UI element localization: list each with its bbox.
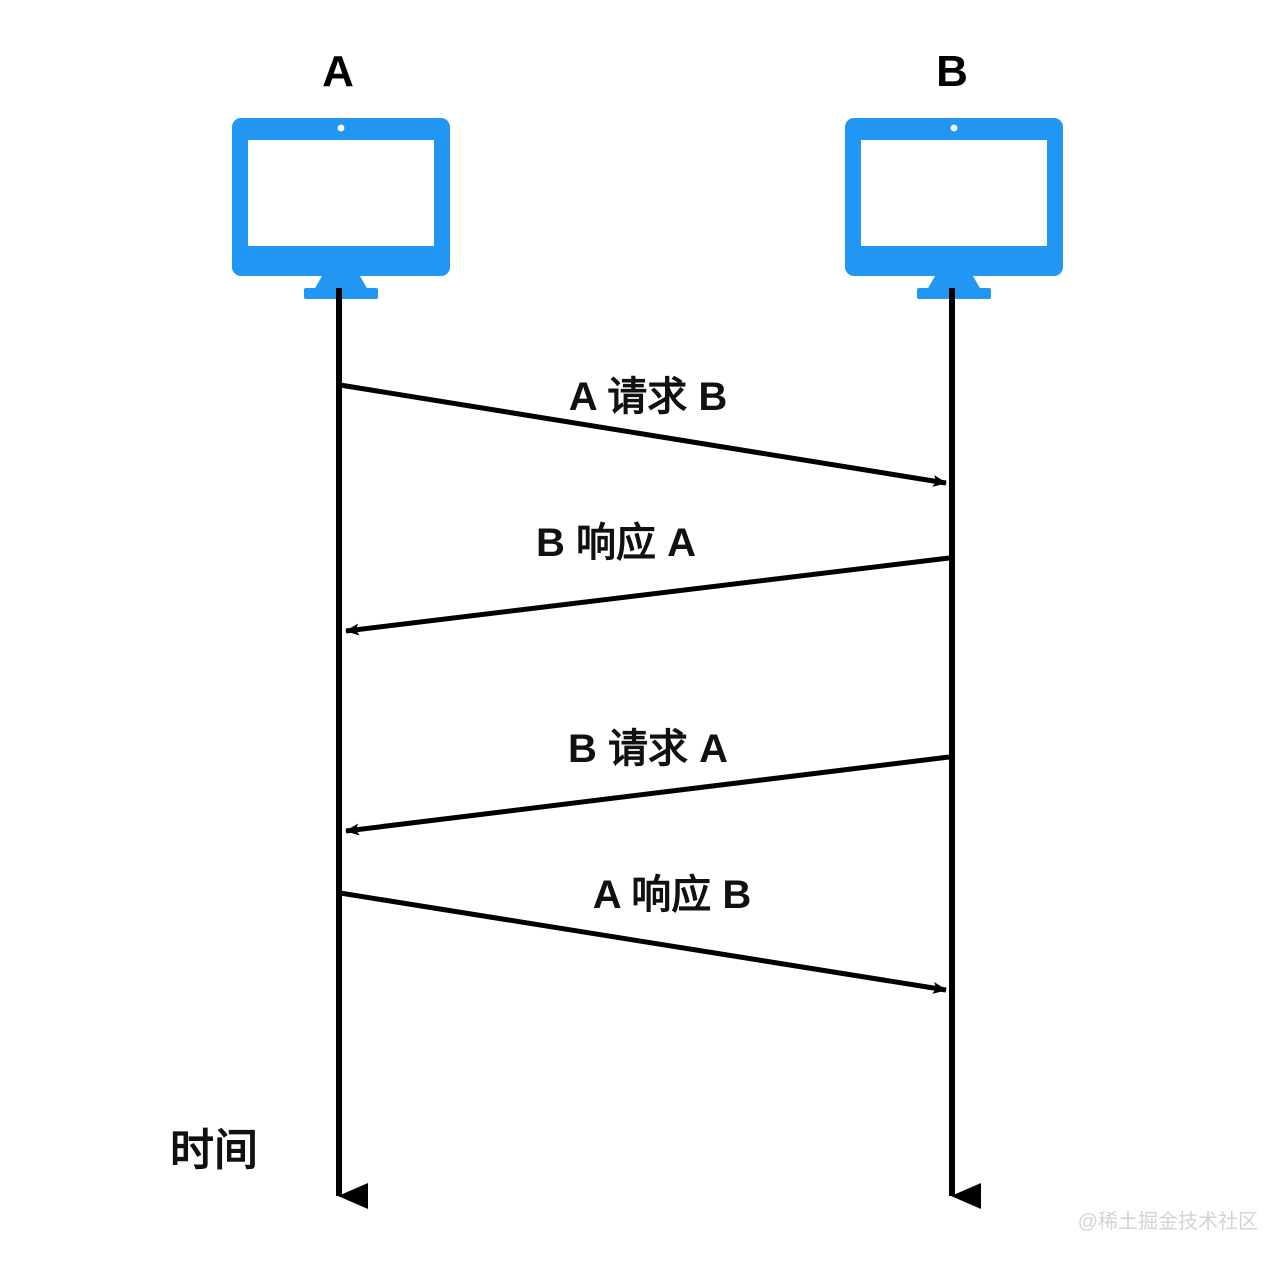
node-a-label: A xyxy=(322,47,354,96)
node-b-label: B xyxy=(936,47,968,96)
message-2-arrow xyxy=(345,555,950,636)
message-2[interactable]: B 响应 A xyxy=(345,521,950,636)
message-4-label: A 响应 B xyxy=(593,873,752,917)
message-1-arrow xyxy=(339,382,947,487)
message-3-label: B 请求 A xyxy=(568,727,728,771)
message-1-label: A 请求 B xyxy=(569,375,728,419)
message-4-arrow xyxy=(339,890,947,994)
message-3[interactable]: B 请求 A xyxy=(345,727,950,836)
watermark: @稀土掘金技术社区 xyxy=(1078,1210,1258,1233)
node-b[interactable]: B xyxy=(845,47,1063,299)
node-a[interactable]: A xyxy=(232,47,450,299)
message-1[interactable]: A 请求 B xyxy=(339,375,947,487)
time-axis-label: 时间 xyxy=(170,1126,258,1175)
message-2-label: B 响应 A xyxy=(536,521,696,565)
desktop-monitor-icon xyxy=(845,118,1063,299)
message-3-arrow xyxy=(345,754,950,836)
message-4[interactable]: A 响应 B xyxy=(339,873,947,994)
desktop-monitor-icon xyxy=(232,118,450,299)
